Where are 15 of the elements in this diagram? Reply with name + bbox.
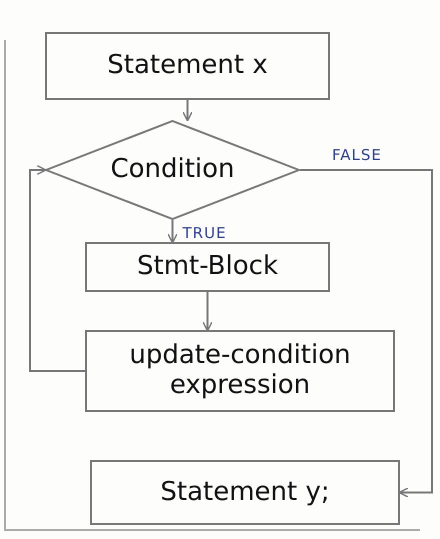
arrow [167, 220, 178, 244]
arrow [182, 100, 193, 122]
arrow [300, 169, 433, 498]
node-text: Statement y; [160, 478, 330, 508]
process-box [85, 330, 395, 412]
node-text: Stmt-Block [137, 252, 278, 282]
node-text: update-condition expression [128, 341, 352, 401]
process-box [45, 32, 330, 100]
process-box [90, 460, 400, 525]
arrow [29, 164, 85, 372]
arrow [202, 292, 213, 332]
process-box [85, 242, 330, 292]
decision-diamond [45, 120, 300, 220]
node-text: Condition [110, 155, 235, 185]
node-text: Statement x [107, 51, 268, 81]
